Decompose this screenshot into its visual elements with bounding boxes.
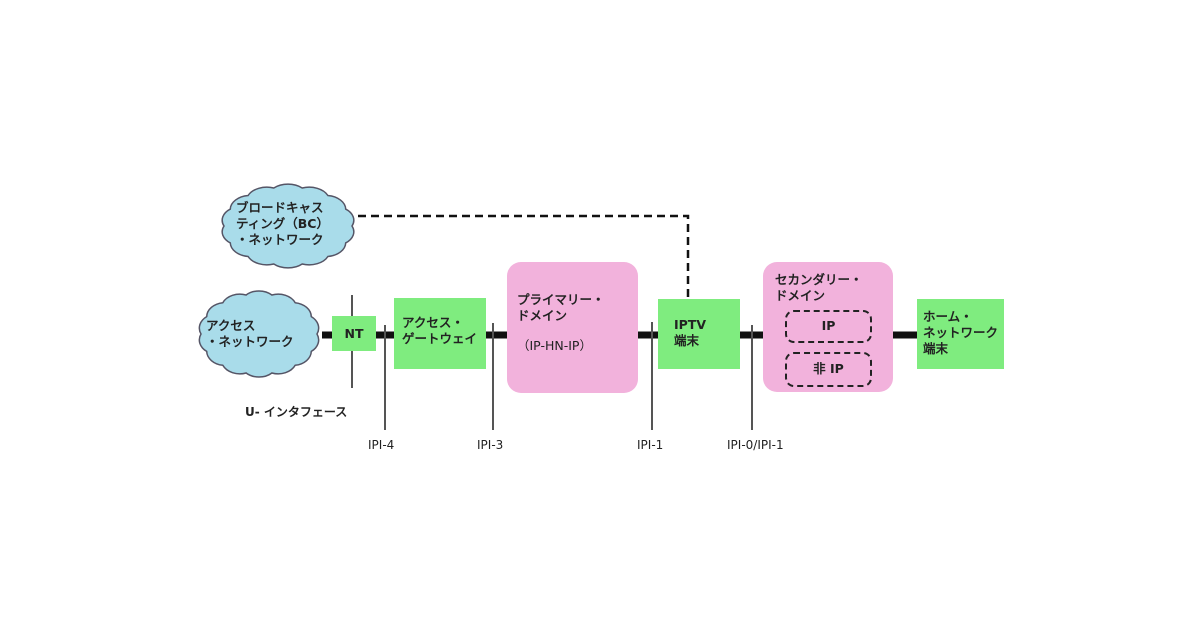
- iptv-terminal-box: IPTV 端末: [658, 299, 740, 369]
- home-network-terminal-box: ホーム・ ネットワーク 端末: [917, 299, 1004, 369]
- access-network-label: アクセス ・ネットワーク: [206, 318, 294, 350]
- secondary-non-ip-box: 非 IP: [785, 352, 872, 387]
- text-line: セカンダリー・: [775, 272, 863, 287]
- text-line: ティング（BC）: [236, 216, 329, 231]
- text-line: ドメイン: [517, 308, 568, 323]
- text-line: ゲートウェイ: [402, 331, 478, 346]
- text-line: ・ネットワーク: [206, 334, 294, 349]
- text-line: ホーム・: [923, 309, 973, 324]
- u-interface-label: U- インタフェース: [245, 405, 348, 419]
- text-line: （IP-HN-IP）: [517, 338, 592, 353]
- nt-label: NT: [344, 326, 364, 341]
- text-line: アクセス: [206, 318, 256, 333]
- text-line: ・ネットワーク: [236, 232, 324, 247]
- primary-domain-box: プライマリー・ ドメイン （IP-HN-IP）: [507, 262, 638, 393]
- text-line: ドメイン: [775, 288, 826, 303]
- text-line: 端末: [923, 341, 949, 356]
- broadcast-dashed-link: [358, 214, 690, 299]
- access-gateway-box: アクセス・ ゲートウェイ: [394, 298, 486, 369]
- nt-box: NT: [332, 316, 376, 351]
- text-line: ブロードキャス: [236, 200, 324, 215]
- ip-label: IP: [821, 318, 836, 333]
- ipi4-label: IPI-4: [368, 438, 395, 452]
- text-line: アクセス・: [402, 315, 464, 330]
- text-line: ネットワーク: [923, 325, 999, 340]
- non-ip-label: 非 IP: [813, 361, 844, 376]
- ipi1-label: IPI-1: [637, 438, 664, 452]
- ipi3-label: IPI-3: [477, 438, 504, 452]
- text-line: IPTV: [674, 317, 707, 332]
- text-line: プライマリー・: [517, 292, 605, 307]
- ipi0-ipi1-label: IPI-0/IPI-1: [727, 438, 784, 452]
- secondary-ip-box: IP: [785, 310, 872, 343]
- access-network-cloud: [198, 290, 320, 378]
- text-line: 端末: [674, 333, 700, 348]
- broadcast-network-cloud: [221, 183, 355, 269]
- broadcast-network-label: ブロードキャス ティング（BC） ・ネットワーク: [236, 200, 329, 248]
